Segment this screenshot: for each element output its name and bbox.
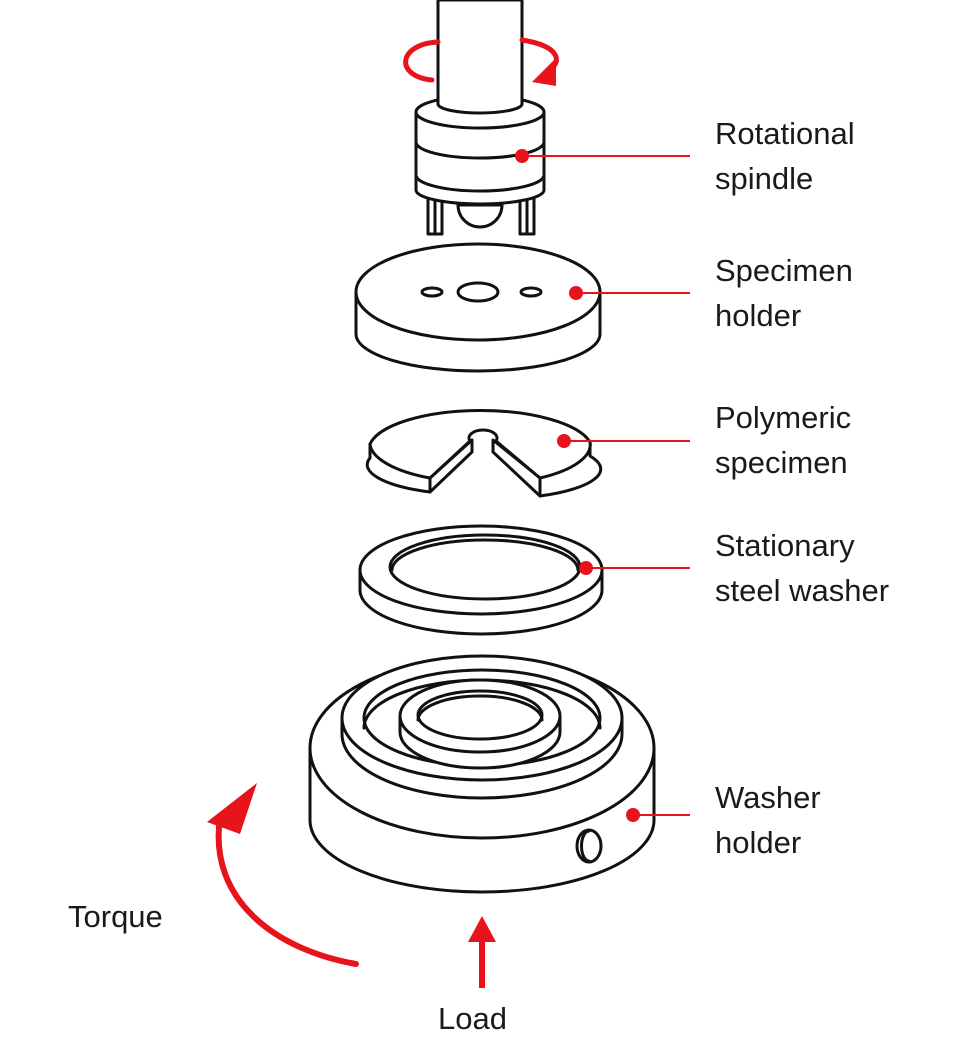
rotation-arrow (403, 37, 559, 86)
side-hole-right (519, 286, 543, 298)
specimen-holder (354, 242, 602, 373)
spindle-ball (456, 203, 504, 229)
washer-holder (308, 654, 656, 894)
side-hole-left (420, 286, 444, 298)
spindle-collar (414, 110, 546, 193)
label-stationary-steel-washer: Stationary steel washer (715, 528, 890, 608)
label-torque: Torque (68, 899, 163, 934)
polymeric-specimen (365, 408, 603, 498)
load-arrow (468, 916, 496, 988)
label-load: Load (438, 1001, 507, 1036)
label-rotational-spindle: Rotational spindle (715, 116, 855, 196)
stationary-steel-washer (358, 524, 604, 636)
label-polymeric-specimen: Polymeric specimen (715, 400, 852, 480)
label-washer-holder: Washer holder (715, 780, 821, 860)
torque-arrow (207, 783, 359, 967)
leader-lines (515, 149, 690, 822)
rotational-spindle (403, 0, 559, 236)
label-specimen-holder: Specimen holder (715, 253, 853, 333)
spindle-shaft (436, 0, 524, 115)
center-hole (456, 281, 500, 303)
